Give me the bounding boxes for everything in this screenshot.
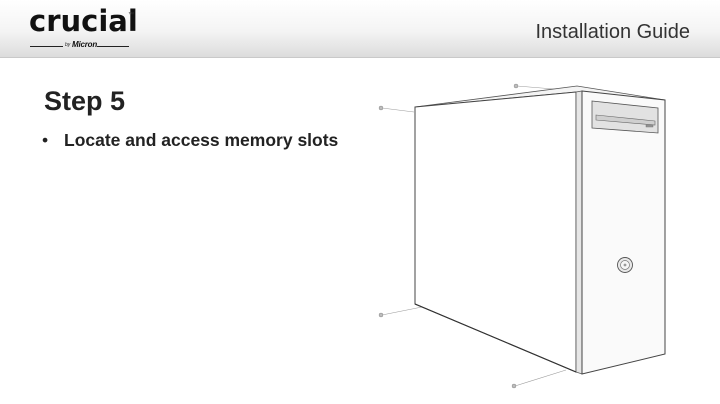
header-title: Installation Guide xyxy=(535,21,690,43)
bullet-text: Locate and access memory slots xyxy=(64,130,339,150)
power-icon xyxy=(617,257,633,273)
optical-drive-bay xyxy=(591,100,659,134)
crucial-logo: crucial ™ by Micron xyxy=(29,4,139,52)
bullet-marker: • xyxy=(42,130,49,150)
case-side-panel xyxy=(414,91,577,373)
bullet-list: • Locate and access memory slots xyxy=(42,128,338,152)
logo-micron: Micron xyxy=(72,40,98,49)
logo-rule-left xyxy=(30,46,63,47)
case-base-edge xyxy=(414,303,577,373)
logo-rule-right xyxy=(97,46,129,47)
case-front-edge xyxy=(575,90,583,375)
header-bar: crucial ™ by Micron Installation Guide xyxy=(0,0,720,58)
case-front-face xyxy=(581,90,666,375)
logo-trademark: ™ xyxy=(128,12,134,18)
computer-tower-case-icon xyxy=(378,83,666,389)
bullet-item: • Locate and access memory slots xyxy=(42,128,338,152)
logo-wordmark: crucial xyxy=(29,4,138,38)
logo-by: by xyxy=(65,42,71,48)
step-title: Step 5 xyxy=(44,86,126,116)
